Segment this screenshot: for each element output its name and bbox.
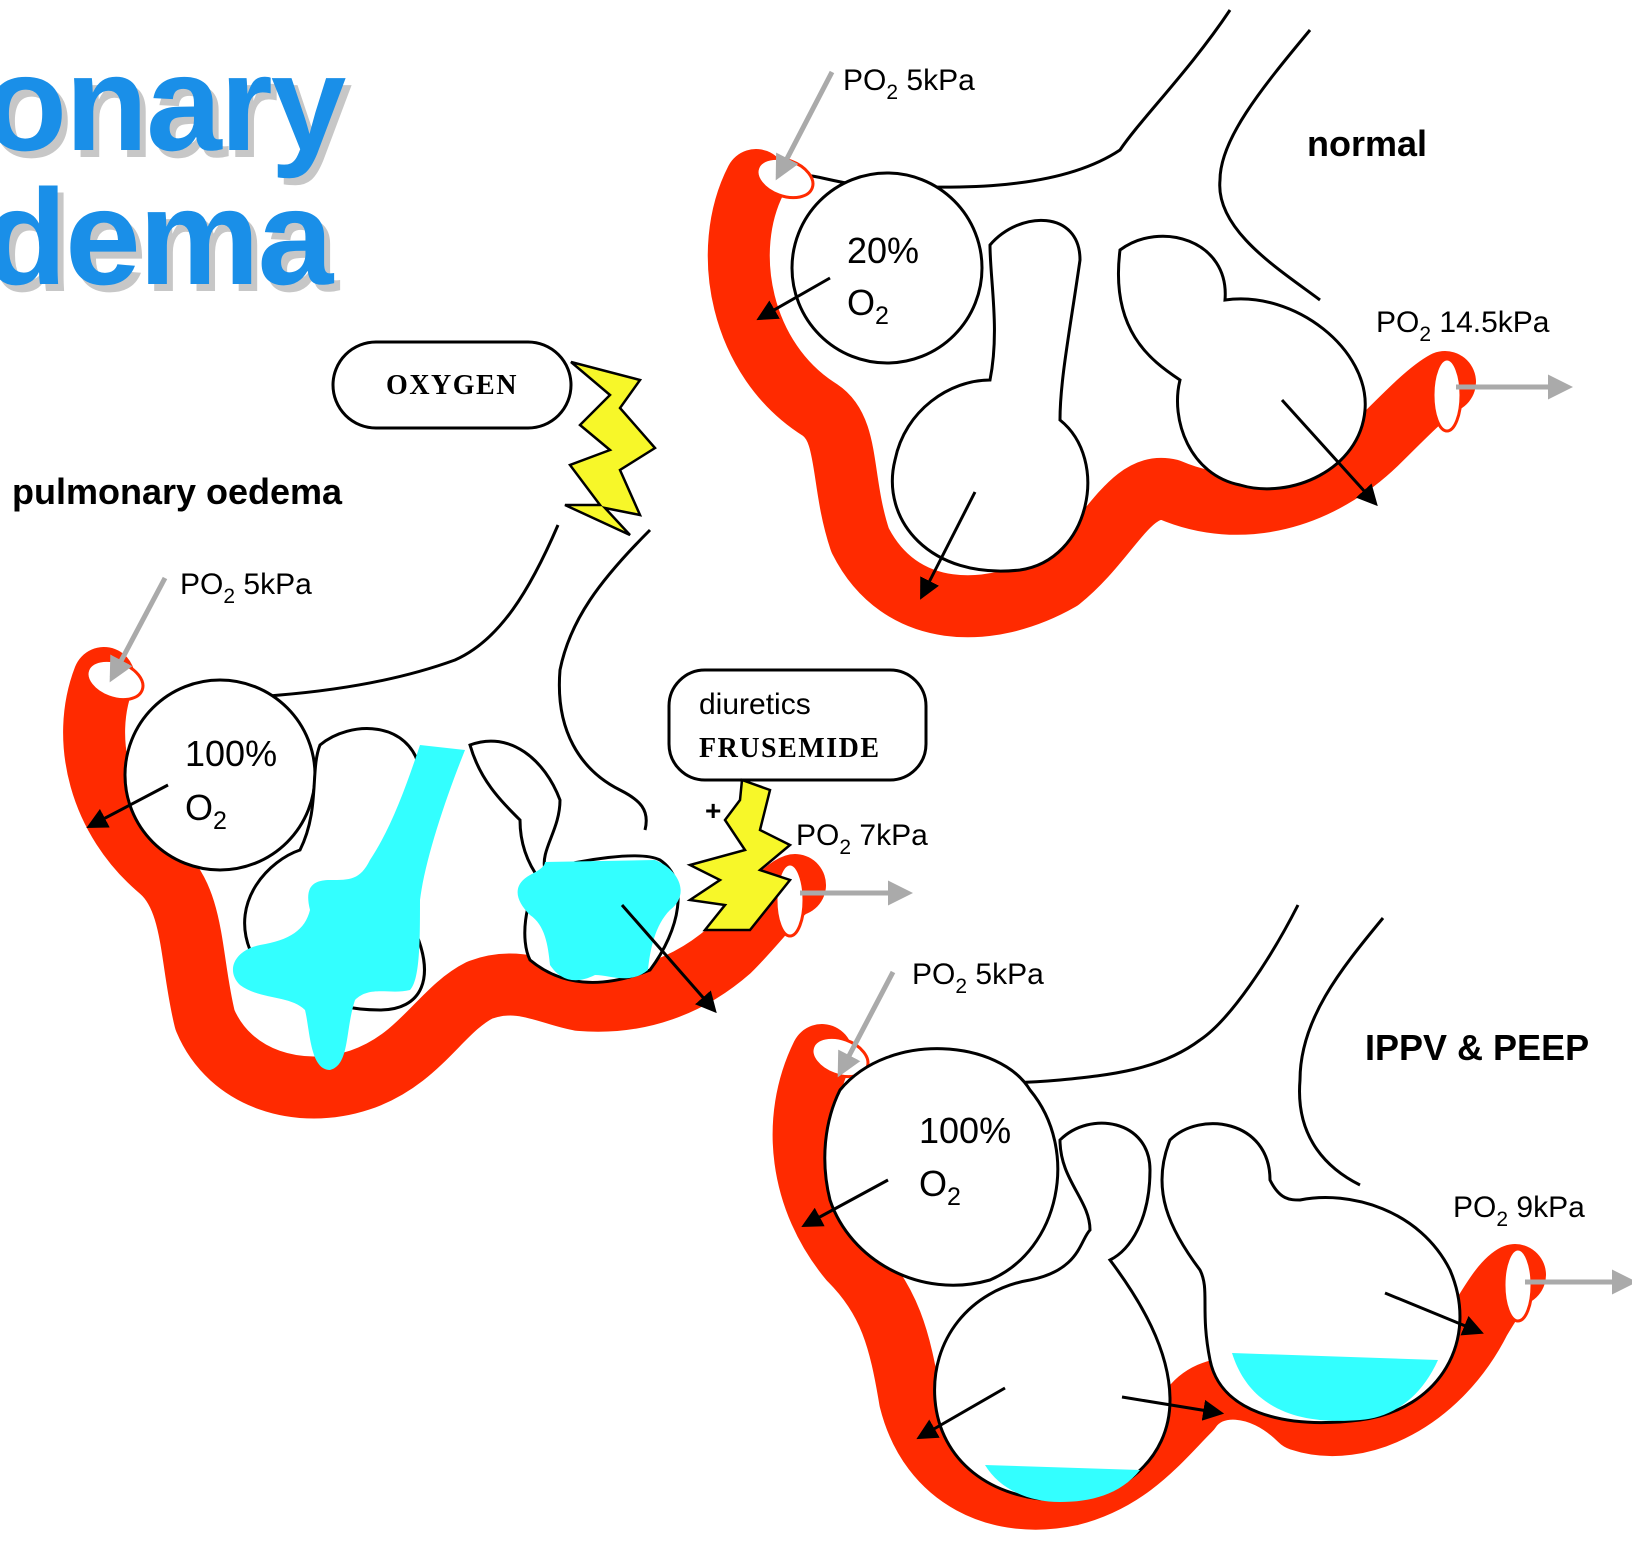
normal-panel: normal PO2 5kPa PO2 14.5kPa 20% O2: [739, 10, 1568, 606]
normal-vessel-outlet: [1433, 359, 1461, 431]
oxygen-bolt-icon: [565, 362, 655, 535]
oedema-po2-out: PO2 7kPa: [796, 819, 928, 859]
normal-po2-in: PO2 5kPa: [843, 64, 975, 104]
drug-name-text: FRUSEMIDE: [699, 733, 881, 764]
oedema-inspired-percent: 100%: [185, 733, 277, 774]
oedema-vessel-outlet: [776, 864, 804, 936]
normal-inspired-percent: 20%: [847, 230, 919, 271]
oedema-po2-in: PO2 5kPa: [180, 568, 312, 608]
page-title: onary dema onary dema: [0, 27, 352, 320]
ippv-po2-in: PO2 5kPa: [912, 958, 1044, 998]
normal-inflow-arrow: [778, 72, 832, 176]
drug-effect-sign: +: [705, 795, 721, 826]
drug-class-text: diuretics: [699, 688, 811, 721]
ippv-inspired-percent: 100%: [919, 1110, 1011, 1151]
ippv-vessel-outlet: [1504, 1249, 1532, 1321]
normal-heading: normal: [1307, 123, 1427, 164]
oedema-alveolus-1: [125, 680, 315, 870]
oedema-inflow-arrow: [112, 578, 165, 678]
oxygen-label-text: OXYGEN: [386, 370, 518, 401]
title-line-2: dema: [0, 161, 335, 313]
ippv-po2-out: PO2 9kPa: [1453, 1191, 1585, 1231]
title-line-1: onary: [0, 27, 346, 179]
oedema-heading: pulmonary oedema: [12, 471, 343, 512]
oedema-panel: OXYGEN diuretics FRUSEMIDE + pulmonary o…: [12, 342, 928, 1088]
ippv-panel: IPPV & PEEP PO2 5kPa PO2 9kPa 100% O2: [804, 905, 1632, 1502]
ippv-heading: IPPV & PEEP: [1365, 1027, 1589, 1068]
normal-po2-out: PO2 14.5kPa: [1376, 306, 1550, 346]
